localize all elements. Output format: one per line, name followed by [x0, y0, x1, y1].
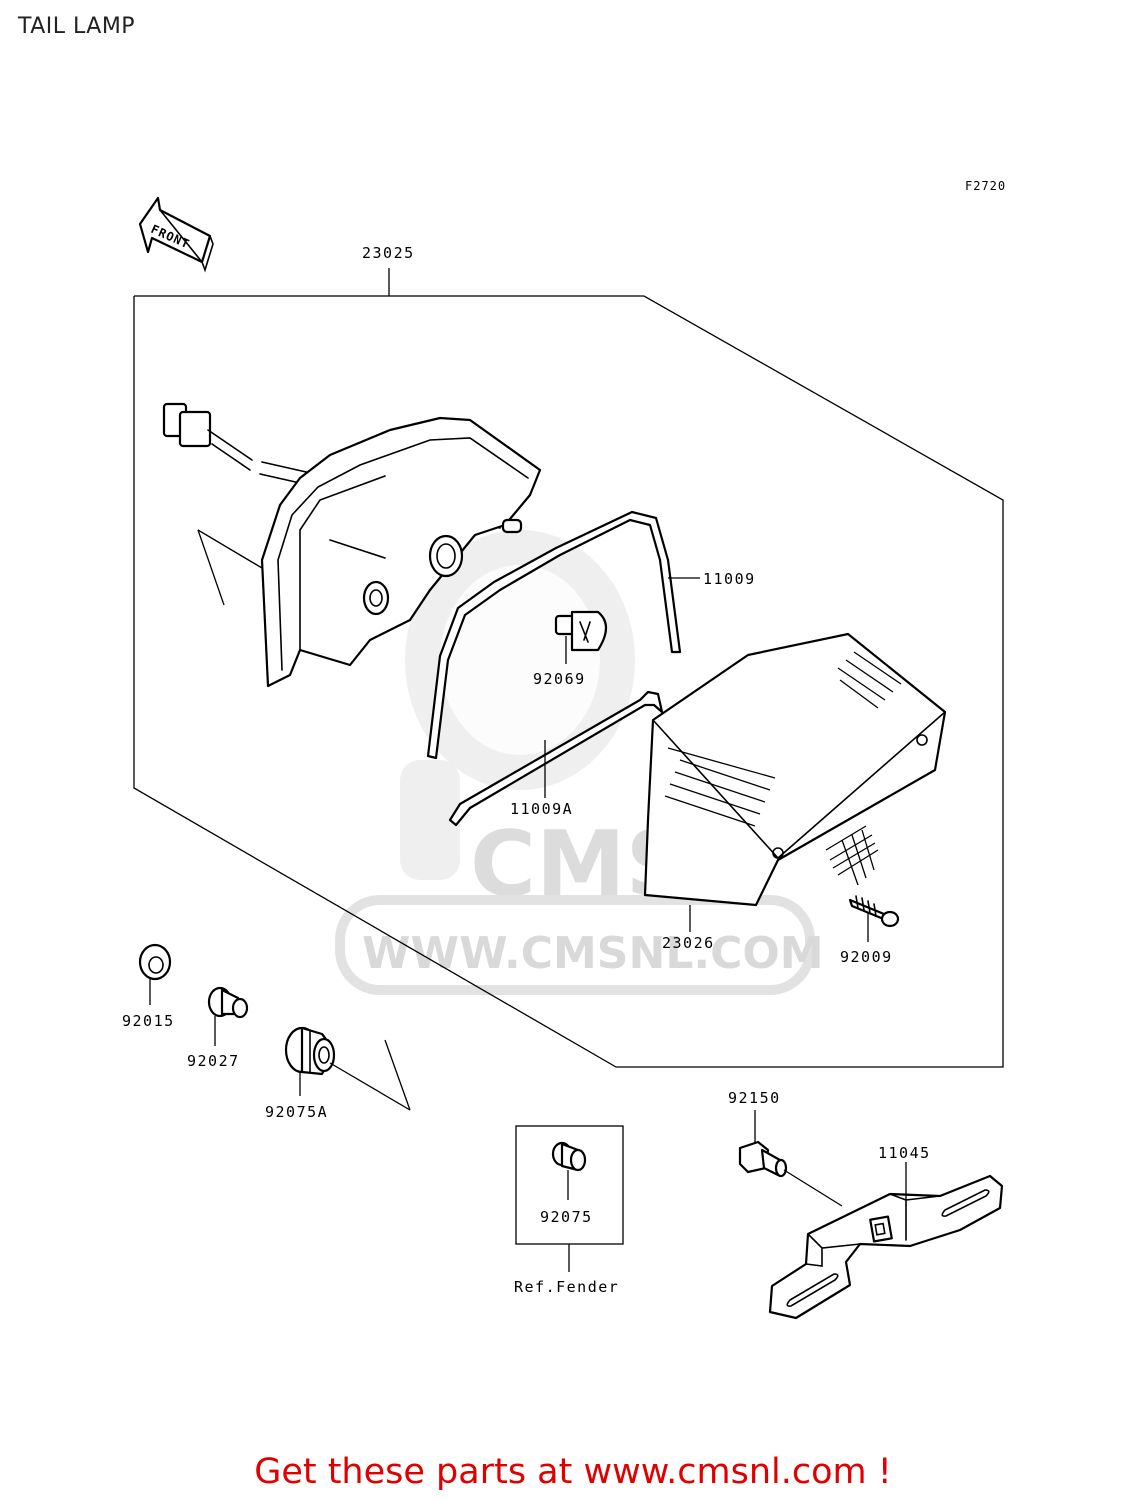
label-11045: 11045: [878, 1144, 931, 1162]
label-23026: 23026: [662, 934, 715, 952]
ref-fender-box: 92075 Ref.Fender: [514, 1125, 624, 1296]
label-92075A: 92075A: [265, 1103, 328, 1121]
label-11009: 11009: [703, 570, 756, 588]
label-11009A: 11009A: [510, 800, 573, 818]
lamp-housing-icon: [162, 402, 542, 688]
label-92150: 92150: [728, 1089, 781, 1107]
footer-promo-link[interactable]: Get these parts at www.cmsnl.com !: [254, 1452, 892, 1492]
collar-icon: 92027: [187, 986, 249, 1070]
label-92015: 92015: [122, 1012, 175, 1030]
assembly-outline: 23025: [133, 244, 1004, 1068]
label-23025: 23025: [362, 244, 415, 262]
ref-fender-label: Ref.Fender: [514, 1278, 619, 1296]
label-92009: 92009: [840, 948, 893, 966]
label-92069: 92069: [533, 670, 586, 688]
lens-icon: 23026: [643, 632, 947, 952]
label-92075: 92075: [540, 1208, 593, 1226]
figure-code: F2720: [965, 179, 1006, 193]
screw-icon: 92009: [840, 895, 900, 966]
nut-icon: 92015: [122, 943, 175, 1030]
gasket-icon: 11009: [426, 510, 756, 760]
page-title: TAIL LAMP: [18, 14, 136, 39]
watermark-url: WWW.CMSNL.COM: [362, 928, 824, 979]
gasket-strip-icon: 11009A: [448, 690, 664, 827]
grommet-icon: 92075A: [265, 1026, 336, 1121]
label-92027: 92027: [187, 1052, 240, 1070]
bulb-icon: 92069: [533, 610, 608, 688]
front-arrow-icon: FRONT: [138, 196, 214, 273]
bolt-icon: 92150: [728, 1089, 788, 1178]
bracket-icon: 11045: [768, 1144, 1004, 1320]
